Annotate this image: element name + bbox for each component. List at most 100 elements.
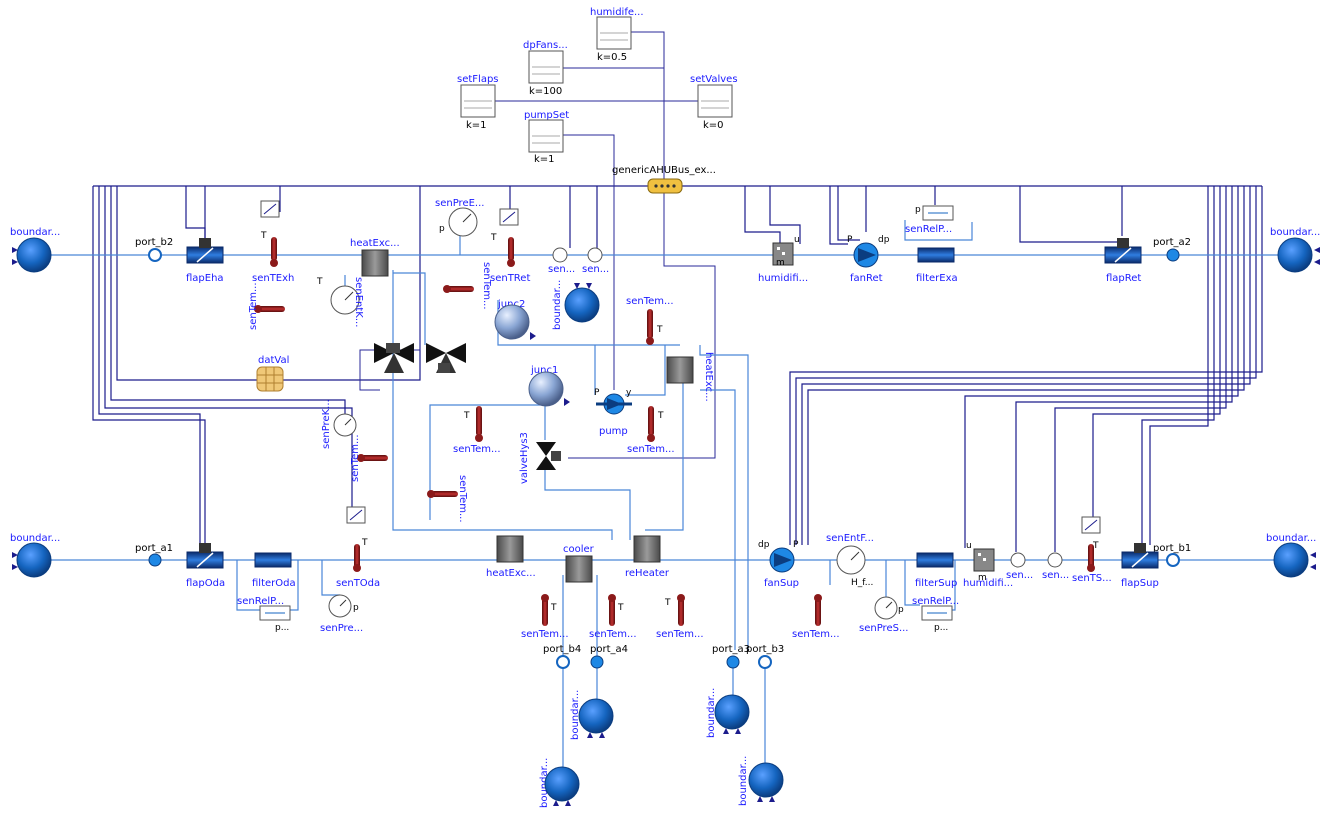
sensor-small-2[interactable]: sen... bbox=[582, 248, 609, 275]
port-b1[interactable]: port_b1 bbox=[1153, 543, 1191, 566]
junction-1[interactable]: junc1 bbox=[529, 365, 570, 406]
label-heat-exc-oda: heatExc... bbox=[486, 568, 536, 579]
filter-exa[interactable]: filterExa bbox=[916, 248, 958, 284]
port-b2[interactable]: port_b2 bbox=[135, 237, 173, 261]
label-sen-tem-top: senTem... bbox=[626, 296, 674, 307]
label-sen-tem-cooler-b: senTem... bbox=[589, 629, 637, 640]
boundary-port-a4[interactable]: boundar... bbox=[570, 690, 613, 740]
sensor-pre-s[interactable]: p senPreS... bbox=[859, 597, 908, 634]
sensor-rel-p-sup[interactable]: senRelP... p... bbox=[912, 596, 959, 633]
label-set-flaps-k: k=1 bbox=[466, 120, 487, 131]
pin-rel-p-sup: p... bbox=[934, 623, 948, 633]
humidifier-supply[interactable]: u m humidifi... bbox=[963, 541, 1013, 589]
sensor-tem-hyd-mid[interactable]: T senTem... bbox=[453, 406, 501, 455]
port-b4[interactable]: port_b4 bbox=[543, 644, 581, 668]
boundary-supply[interactable]: boundar... bbox=[1266, 533, 1316, 577]
boundary-port-a3[interactable]: boundar... bbox=[706, 688, 749, 738]
sensor-rel-p-oda[interactable]: senRelP... p... bbox=[237, 596, 290, 633]
humidifier-return[interactable]: u m humidifi... bbox=[758, 235, 808, 284]
sensor-tem-exh-side[interactable]: senTem... bbox=[248, 282, 285, 330]
sensor-pre-oda[interactable]: p senPre... bbox=[320, 595, 363, 634]
sensor-small-4[interactable]: sen... bbox=[1042, 553, 1069, 581]
bus-connector[interactable]: genericAHUBus_ex... bbox=[612, 165, 716, 193]
port-a4[interactable]: port_a4 bbox=[590, 644, 628, 668]
sensor-tem-fansup[interactable]: senTem... bbox=[792, 594, 840, 640]
port-b3[interactable]: port_b3 bbox=[746, 644, 784, 668]
pin-dp-fanret: dp bbox=[878, 235, 890, 245]
label-sen-tem-mid: senTem... bbox=[453, 444, 501, 455]
heat-exchanger-hyd[interactable]: heatExc... bbox=[667, 352, 714, 402]
label-port-a2: port_a2 bbox=[1153, 237, 1191, 248]
port-a1[interactable]: port_a1 bbox=[135, 543, 173, 566]
control-block-set-flaps[interactable]: setFlaps k=1 bbox=[457, 74, 499, 131]
label-heat-exc-hyd: heatExc... bbox=[703, 352, 714, 402]
pin-tem-top: T bbox=[656, 325, 663, 335]
sensor-tem-hrc-low[interactable]: senTem... bbox=[350, 434, 388, 482]
control-block-dp-fans[interactable]: dpFans... k=100 bbox=[523, 40, 568, 97]
label-flap-oda: flapOda bbox=[186, 578, 225, 589]
sensor-t-oda[interactable]: T senTOda bbox=[336, 507, 380, 589]
sensor-tem-hyd-top[interactable]: senTem... T bbox=[626, 296, 674, 345]
sensor-small-3[interactable]: sen... bbox=[1006, 553, 1033, 581]
control-block-humidifier-set[interactable]: humidife... k=0.5 bbox=[590, 7, 644, 63]
label-sen-small-2: sen... bbox=[582, 264, 609, 275]
label-flap-ret: flapRet bbox=[1106, 273, 1141, 284]
sensor-tem-hrc-top[interactable]: senTem... bbox=[443, 262, 492, 310]
valve-hys3[interactable]: valveHys3 bbox=[519, 432, 561, 484]
boundary-port-b3[interactable]: boundar... bbox=[738, 756, 783, 806]
label-re-heater: reHeater bbox=[625, 568, 670, 579]
pin-tem-mid: T bbox=[463, 411, 470, 421]
sensor-rel-p-exa[interactable]: p senRelP... bbox=[905, 205, 953, 235]
label-flap-sup: flapSup bbox=[1121, 578, 1159, 589]
heat-exchanger-oda[interactable]: heatExc... bbox=[486, 536, 536, 579]
label-sen-tem-cooler-a: senTem... bbox=[521, 629, 569, 640]
re-heater[interactable]: reHeater bbox=[625, 536, 670, 579]
label-sen-tem-exh-side: senTem... bbox=[248, 282, 259, 330]
label-dp-fans: dpFans... bbox=[523, 40, 568, 51]
sensor-tem-cooler-b[interactable]: T senTem... bbox=[589, 594, 637, 640]
sensor-pre-e[interactable]: senPreE... p bbox=[435, 198, 484, 236]
sensor-tem-hyd-right[interactable]: T senTem... bbox=[627, 406, 675, 455]
junction-2[interactable]: junc2 bbox=[495, 299, 536, 340]
pin-p-fanret: P bbox=[847, 235, 853, 245]
sensor-tem-heater[interactable]: T senTem... bbox=[656, 594, 704, 640]
boundary-outdoor[interactable]: boundar... bbox=[10, 533, 60, 577]
sensor-t-ret[interactable]: T senTRet bbox=[490, 209, 530, 284]
port-a2[interactable]: port_a2 bbox=[1153, 237, 1191, 261]
flap-ret[interactable]: flapRet bbox=[1105, 238, 1141, 284]
cooler[interactable]: cooler bbox=[563, 544, 595, 582]
heat-exchanger-recovery[interactable]: heatExc... bbox=[350, 238, 400, 276]
pump[interactable]: P y pump bbox=[594, 388, 632, 437]
fan-sup[interactable]: dp P fanSup bbox=[758, 540, 799, 589]
sensor-t-exh[interactable]: T senTExh bbox=[252, 201, 294, 284]
flap-oda[interactable]: flapOda bbox=[186, 543, 225, 589]
sensor-tem-cooler-a[interactable]: T senTem... bbox=[521, 594, 569, 640]
data-record-dat-val[interactable]: datVal bbox=[257, 355, 289, 391]
label-sen-ent-f: senEntF... bbox=[826, 533, 874, 544]
sensor-ts[interactable]: T senTS... bbox=[1072, 517, 1112, 584]
valve-3way-right[interactable] bbox=[426, 343, 466, 373]
sensor-tem-hrc-bottom[interactable]: senTem... bbox=[427, 475, 468, 523]
sensor-small-1[interactable]: sen... bbox=[548, 248, 575, 275]
filter-sup[interactable]: filterSup bbox=[915, 553, 957, 589]
sensor-ent-k[interactable]: T senEntK... bbox=[316, 277, 364, 327]
port-a3[interactable]: port_a3 bbox=[712, 644, 750, 668]
boundary-hydraulic[interactable]: boundar... bbox=[552, 280, 599, 330]
filter-oda[interactable]: filterOda bbox=[252, 553, 296, 589]
boundary-port-b4[interactable]: boundar... bbox=[539, 758, 579, 808]
valve-3way-left[interactable] bbox=[374, 343, 414, 373]
fan-ret[interactable]: P dp fanRet bbox=[847, 235, 890, 284]
label-sen-rel-p-exa: senRelP... bbox=[905, 224, 952, 235]
control-block-set-valves[interactable]: setValves k=0 bbox=[690, 74, 738, 131]
pin-t-oda: T bbox=[361, 538, 368, 548]
pin-y-pump: y bbox=[626, 388, 632, 398]
label-fan-ret: fanRet bbox=[850, 273, 883, 284]
label-port-b2: port_b2 bbox=[135, 237, 173, 248]
label-sen-pre-k: senPreK... bbox=[321, 399, 332, 449]
label-sen-t-oda: senTOda bbox=[336, 578, 380, 589]
flap-eha[interactable]: flapEha bbox=[186, 238, 224, 284]
boundary-exhaust[interactable]: boundar... bbox=[10, 227, 60, 272]
control-block-pump-set[interactable]: pumpSet k=1 bbox=[524, 110, 569, 165]
boundary-return[interactable]: boundar... bbox=[1270, 227, 1320, 272]
